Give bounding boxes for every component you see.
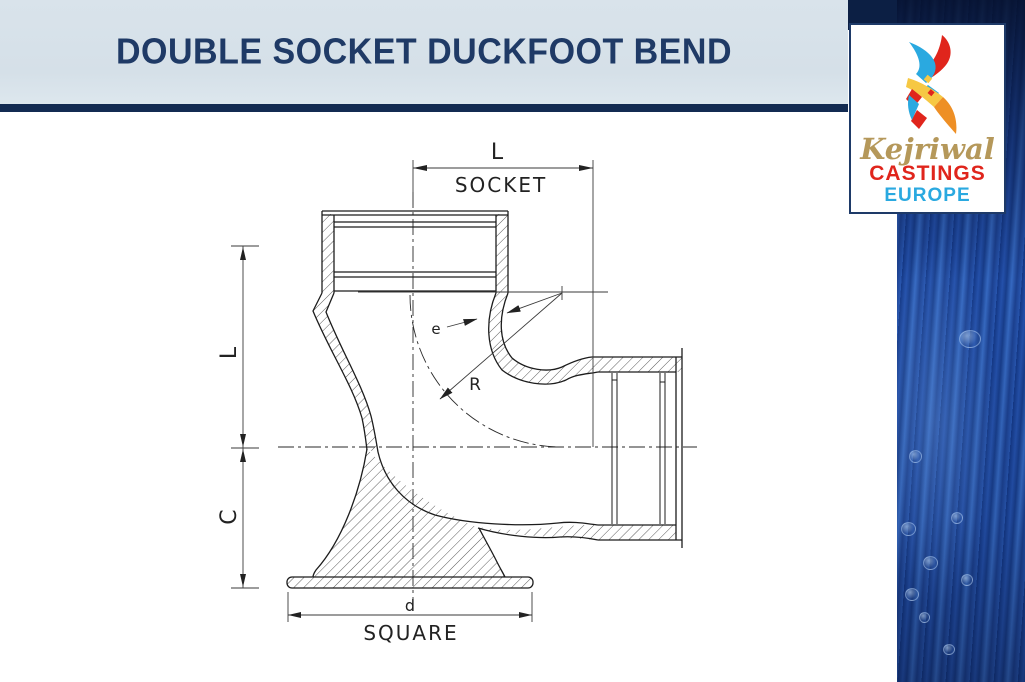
section-hatching	[287, 214, 682, 588]
dim-label-bend-radius: R	[469, 375, 481, 395]
logo-castings-text: CASTINGS	[869, 162, 986, 185]
dim-label-base-width: d	[405, 596, 415, 615]
dim-label-wall-thickness: e	[431, 320, 440, 338]
header-band: DOUBLE SOCKET DUCKFOOT BEND	[0, 0, 848, 104]
header-rule	[0, 104, 848, 112]
logo-brand-name: Kejriwal	[860, 132, 995, 166]
fitting-outline	[286, 210, 683, 589]
logo-europe-text: EUROPE	[884, 185, 971, 206]
dim-label-base-shape: SQUARE	[363, 621, 458, 645]
dim-label-socket-text: SOCKET	[455, 173, 547, 197]
socket-grooves	[611, 373, 666, 524]
dimension-lines	[231, 160, 608, 622]
dim-label-center-height: C	[217, 509, 242, 524]
logo-ribbon-icon	[905, 35, 956, 134]
dim-label-vertical-length: L	[217, 346, 242, 359]
dimension-arrows	[240, 165, 593, 618]
page-title: DOUBLE SOCKET DUCKFOOT BEND	[115, 31, 733, 72]
dim-label-socket-length: L	[491, 140, 504, 165]
company-logo-card: Kejriwal CASTINGS EUROPE	[849, 23, 1006, 214]
